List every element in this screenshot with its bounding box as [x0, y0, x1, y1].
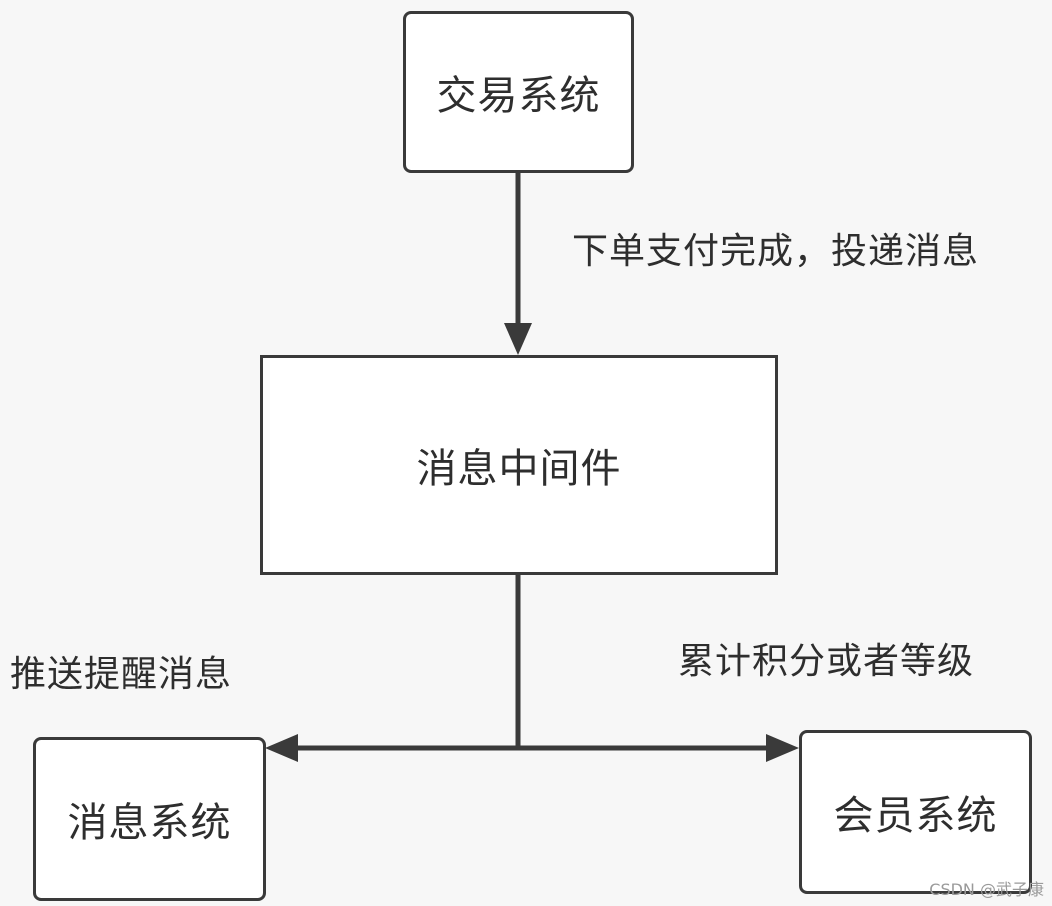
node-message-middleware: 消息中间件	[260, 355, 778, 575]
edge-trade-to-middleware	[504, 172, 532, 355]
watermark: CSDN @武子康	[929, 880, 1044, 899]
label-push-reminder: 推送提醒消息	[10, 654, 233, 695]
node-message-system: 消息系统	[33, 737, 266, 901]
label-accumulate-points: 累计积分或者等级	[678, 641, 975, 682]
arrowhead-left-icon	[265, 734, 298, 762]
arrowhead-right-icon	[766, 734, 799, 762]
label-order-paid: 下单支付完成，投递消息	[572, 231, 980, 272]
arrowhead-down-icon	[504, 323, 532, 355]
node-trade-system: 交易系统	[403, 11, 634, 173]
node-member-system: 会员系统	[799, 730, 1032, 894]
edge-middleware-split	[296, 574, 768, 751]
